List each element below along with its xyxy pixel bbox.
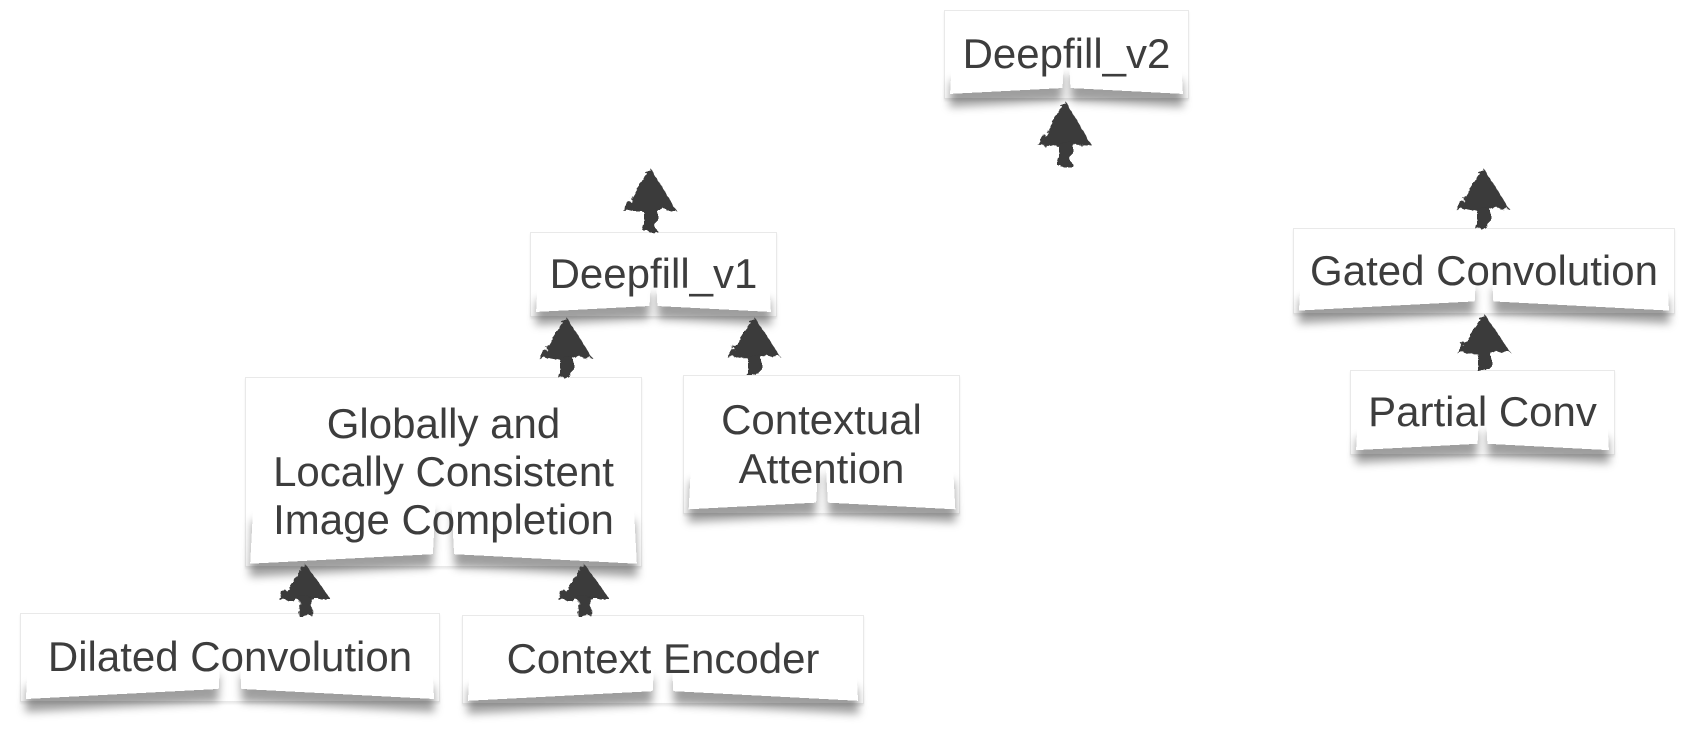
node-globally-locally-consistent: Globally and Locally Consistent Image Co… (245, 377, 642, 567)
node-label: Context Encoder (506, 635, 820, 683)
node-deepfill-v1: Deepfill_v1 (530, 232, 777, 317)
node-partial-conv: Partial Conv (1350, 370, 1615, 455)
arrow-up-icon (1456, 167, 1510, 229)
arrow-up-icon (623, 168, 677, 231)
arrow-up-icon (1457, 313, 1511, 371)
node-label-line: Globally and (326, 399, 561, 447)
node-gated-convolution: Gated Convolution (1293, 228, 1675, 314)
node-label-line: Attention (738, 444, 905, 492)
node-label: Deepfill_v2 (962, 30, 1171, 78)
node-context-encoder: Context Encoder (462, 615, 864, 704)
node-label: Dilated Convolution (47, 633, 413, 681)
arrow-up-icon (557, 563, 611, 616)
arrow-up-icon (727, 316, 781, 376)
node-label-line: Locally Consistent (273, 447, 614, 495)
arrow-up-icon (539, 316, 593, 378)
node-label: Partial Conv (1368, 388, 1597, 436)
arrow-up-icon (1038, 101, 1092, 166)
node-label: Gated Convolution (1310, 246, 1658, 294)
arrow-up-icon (278, 563, 332, 616)
node-contextual-attention: Contextual Attention (683, 375, 960, 514)
node-dilated-convolution: Dilated Convolution (20, 613, 440, 702)
node-label-line: Contextual (721, 396, 922, 444)
node-label: Deepfill_v1 (549, 250, 758, 298)
node-deepfill-v2: Deepfill_v2 (944, 10, 1189, 99)
node-label-line: Image Completion (273, 496, 614, 544)
